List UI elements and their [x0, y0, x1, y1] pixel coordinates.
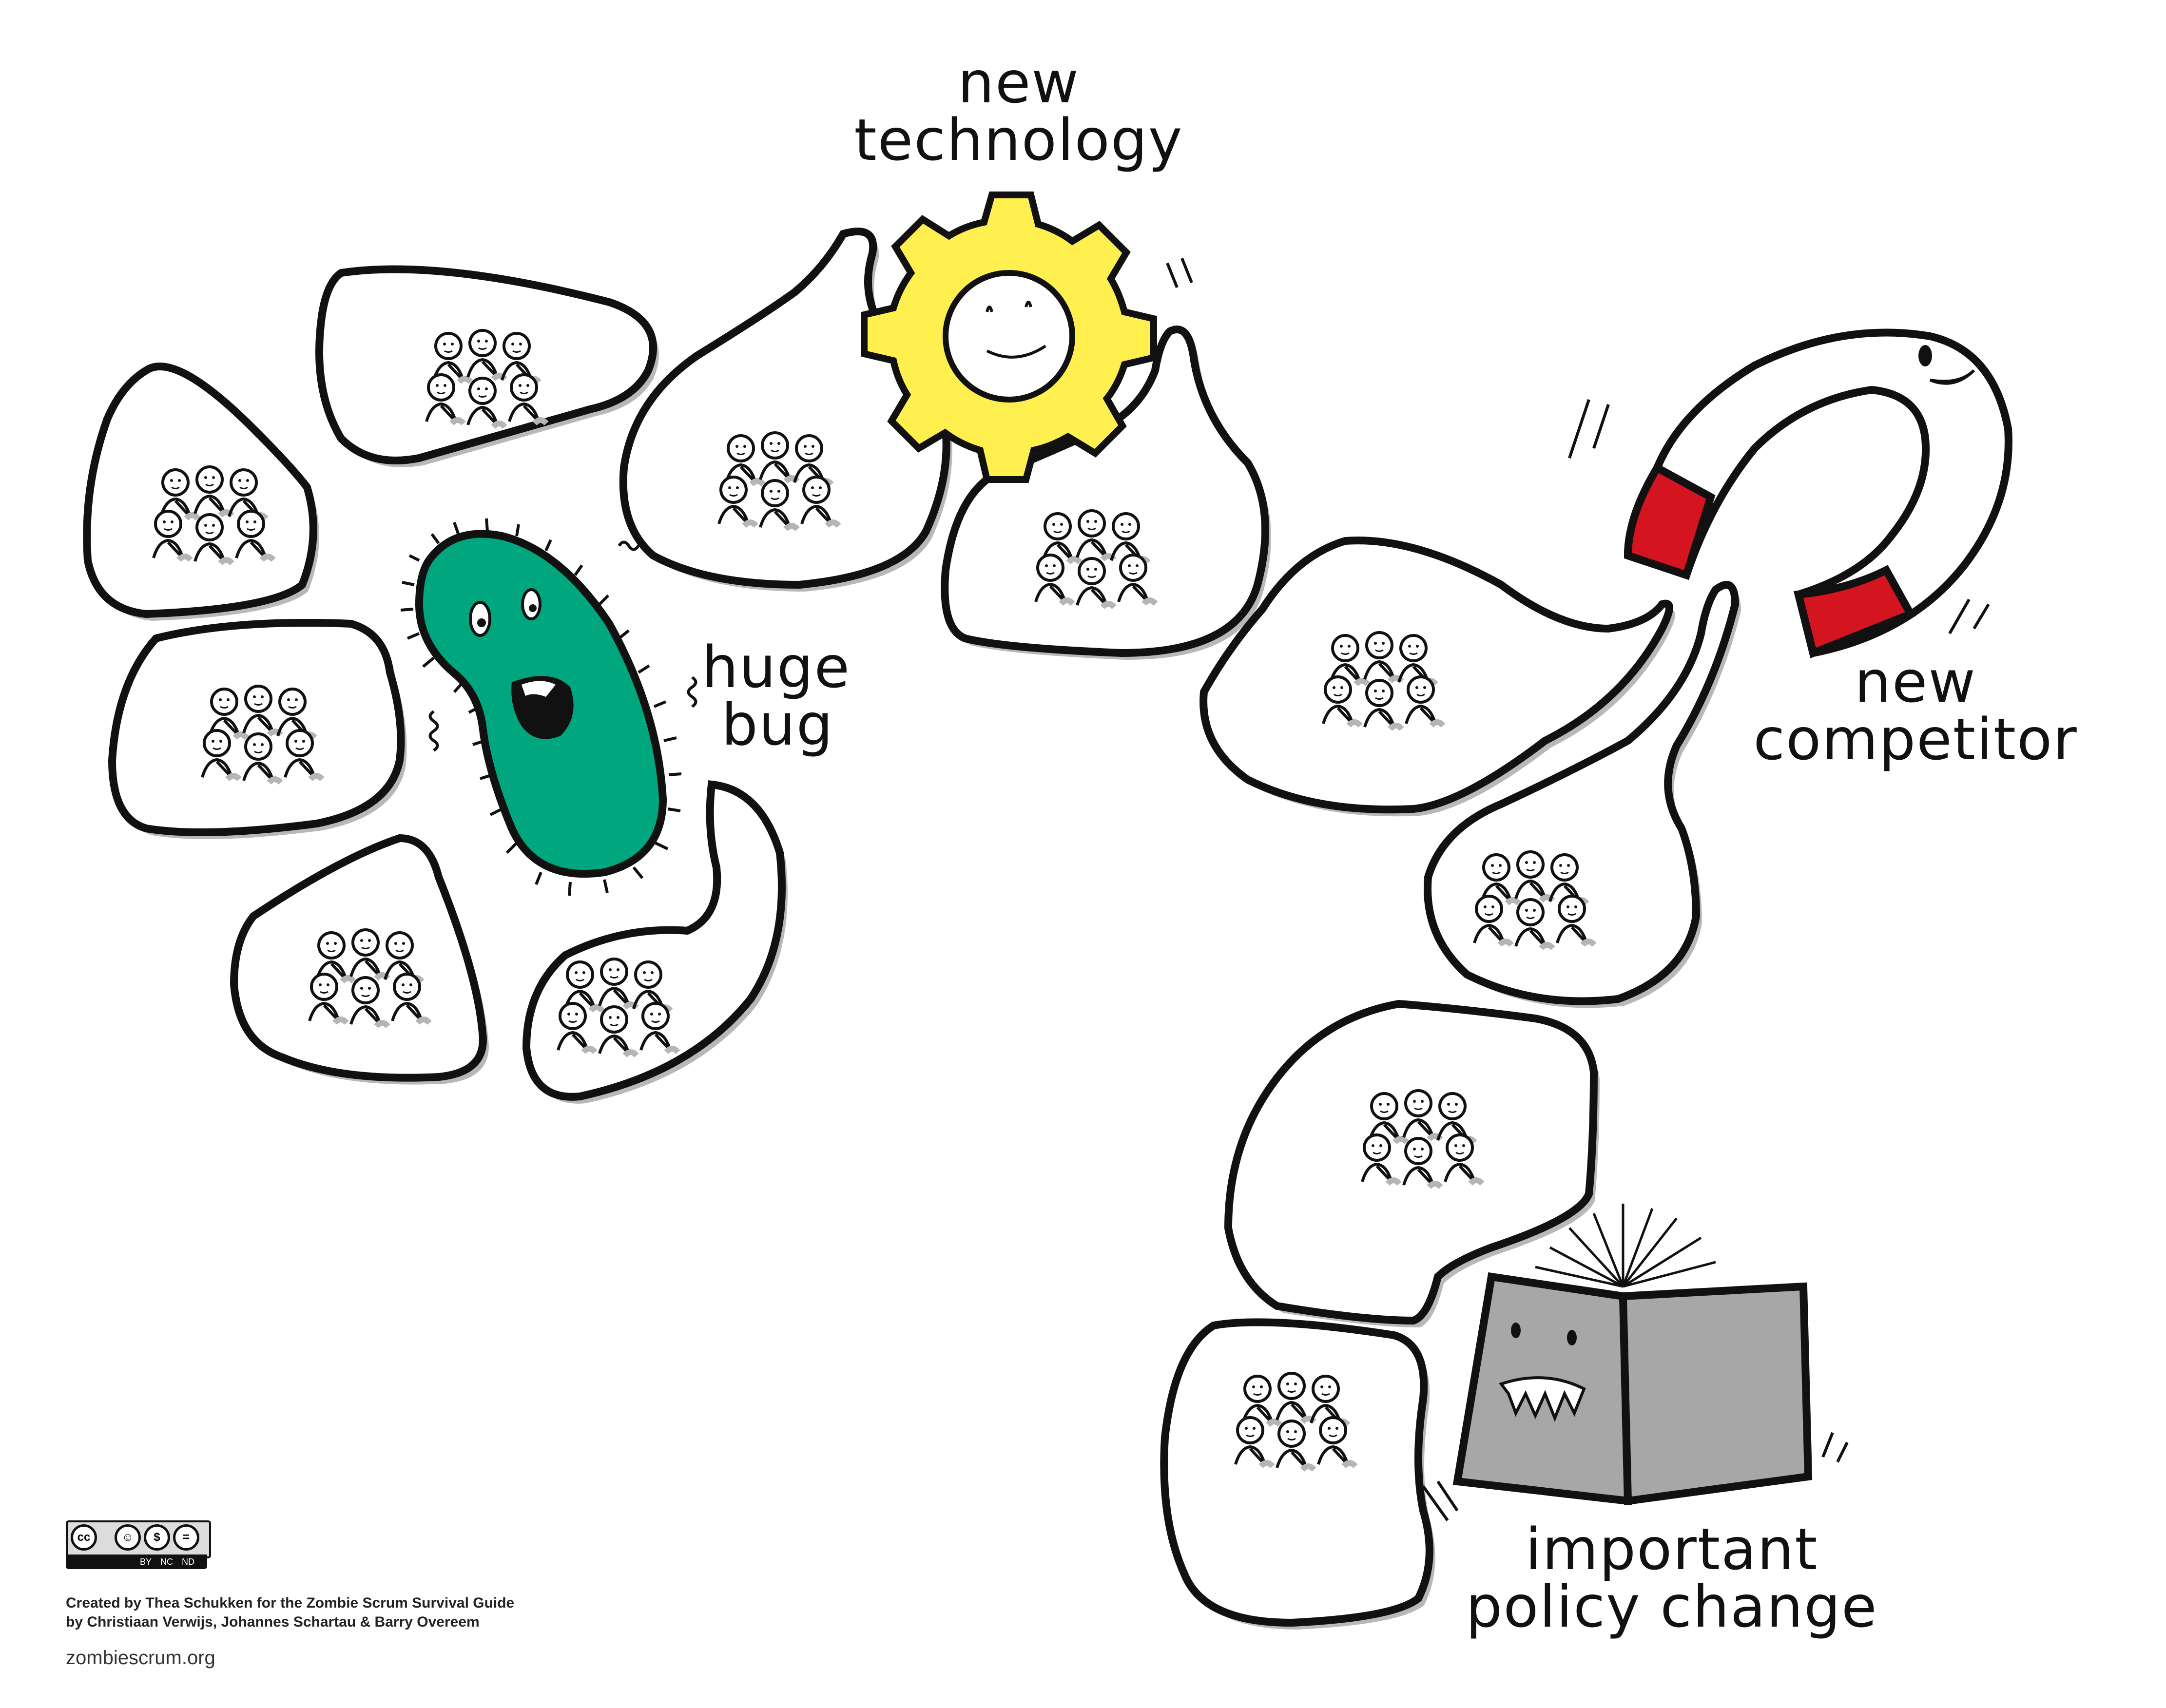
- cc-logo: cc: [71, 1524, 97, 1551]
- label-line: competitor: [1753, 706, 2078, 773]
- cc-license-icon[interactable]: cc ☺ $ = BY NC ND: [66, 1520, 211, 1569]
- label-important-policy-change: important policy change: [1452, 1520, 1891, 1635]
- label-line: policy change: [1466, 1573, 1878, 1640]
- label-huge-bug: huge bug: [702, 638, 877, 753]
- site-link[interactable]: zombiescrum.org: [66, 1647, 215, 1669]
- cc-term: BY: [139, 1556, 152, 1567]
- label-new-technology: new technology: [843, 54, 1194, 169]
- team-bubble-1: [83, 363, 319, 621]
- credit-line-1: Created by Thea Schukken for the Zombie …: [66, 1595, 515, 1611]
- label-line: bug: [721, 691, 834, 758]
- magnet-icon: [1568, 328, 2012, 658]
- label-line: new: [1855, 648, 1976, 715]
- label-line: important: [1525, 1516, 1818, 1583]
- book-monster-icon: [1422, 1204, 1849, 1521]
- label-new-competitor: new competitor: [1725, 653, 2106, 768]
- gear-sun-icon: [861, 192, 1193, 483]
- nc-icon: $: [144, 1524, 170, 1551]
- cc-term: NC: [160, 1556, 173, 1567]
- label-line: technology: [854, 106, 1183, 173]
- team-bubble-10: [1224, 999, 1600, 1327]
- team-bubble-9: [1424, 581, 1741, 1008]
- cc-terms: BY NC ND: [66, 1554, 207, 1569]
- credits: Created by Thea Schukken for the Zombie …: [66, 1593, 514, 1631]
- label-line: new: [958, 49, 1080, 116]
- team-bubble-2: [315, 265, 659, 467]
- team-bubble-3: [108, 619, 407, 839]
- team-bubble-5: [522, 780, 788, 1104]
- team-bubble-8: [1199, 537, 1675, 817]
- nd-icon: =: [173, 1524, 199, 1551]
- cc-term: ND: [182, 1556, 194, 1567]
- team-bubble-11: [1160, 1318, 1435, 1630]
- bug-monster-icon: [400, 518, 697, 896]
- label-line: huge: [702, 633, 851, 701]
- credit-line-2: by Christiaan Verwijs, Johannes Schartau…: [66, 1614, 480, 1630]
- by-icon: ☺: [115, 1524, 141, 1551]
- team-bubble-4: [230, 834, 489, 1085]
